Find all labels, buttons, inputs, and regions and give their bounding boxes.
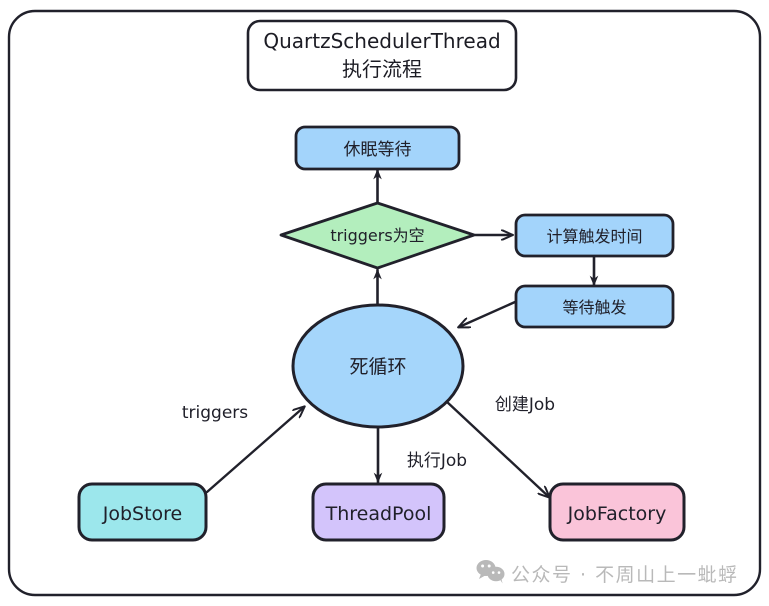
node-sleep-wait-shape <box>294 125 461 171</box>
node-sleep-wait-label: 休眠等待 <box>344 140 412 160</box>
node-compute-fire-time-label: 计算触发时间 <box>546 227 642 246</box>
title-box: QuartzSchedulerThread 执行流程 <box>246 19 518 92</box>
node-wait-fire-label: 等待触发 <box>562 298 626 317</box>
edge-label-exec-job: 执行Job <box>407 451 467 471</box>
node-triggers-empty[interactable]: triggers为空 <box>279 201 476 270</box>
node-job-factory[interactable]: JobFactory <box>548 482 686 542</box>
title-line-1: QuartzSchedulerThread <box>263 29 500 53</box>
edge-label-triggers: triggers <box>182 403 248 423</box>
diagram-frame <box>7 9 762 597</box>
node-wait-fire-shape <box>514 284 675 329</box>
node-infinite-loop-label: 死循环 <box>349 356 406 378</box>
title-box-shape <box>246 19 518 92</box>
node-job-store[interactable]: JobStore <box>77 482 208 542</box>
node-thread-pool-shape <box>311 482 446 542</box>
node-compute-fire-time-shape <box>514 213 675 258</box>
node-compute-fire-time[interactable]: 计算触发时间 <box>514 213 675 258</box>
title-line-2: 执行流程 <box>342 57 422 81</box>
node-infinite-loop-shape <box>291 303 465 429</box>
node-infinite-loop[interactable]: 死循环 <box>291 303 465 429</box>
node-job-factory-label: JobFactory <box>567 503 667 525</box>
edge-wait-fire-to-loop <box>459 300 517 327</box>
node-sleep-wait[interactable]: 休眠等待 <box>294 125 461 171</box>
node-triggers-empty-shape <box>279 201 476 270</box>
watermark-text: 公众号 · 不周山上一蚍蜉 <box>511 564 739 586</box>
edge-label-create-job: 创建Job <box>495 395 555 415</box>
node-job-store-label: JobStore <box>102 503 183 525</box>
edge-jobstore-to-loop <box>205 407 304 494</box>
node-thread-pool[interactable]: ThreadPool <box>311 482 446 542</box>
node-job-store-shape <box>77 482 208 542</box>
node-job-factory-shape <box>548 482 686 542</box>
edges-layer <box>205 168 599 497</box>
edge-labels-layer: triggers 执行Job 创建Job <box>182 395 555 471</box>
wechat-icon <box>476 560 505 584</box>
watermark: 公众号 · 不周山上一蚍蜉 <box>476 560 739 586</box>
node-thread-pool-label: ThreadPool <box>325 503 432 525</box>
edge-loop-to-jobfactory <box>444 399 549 497</box>
node-wait-fire[interactable]: 等待触发 <box>514 284 675 329</box>
node-triggers-empty-label: triggers为空 <box>330 226 424 245</box>
